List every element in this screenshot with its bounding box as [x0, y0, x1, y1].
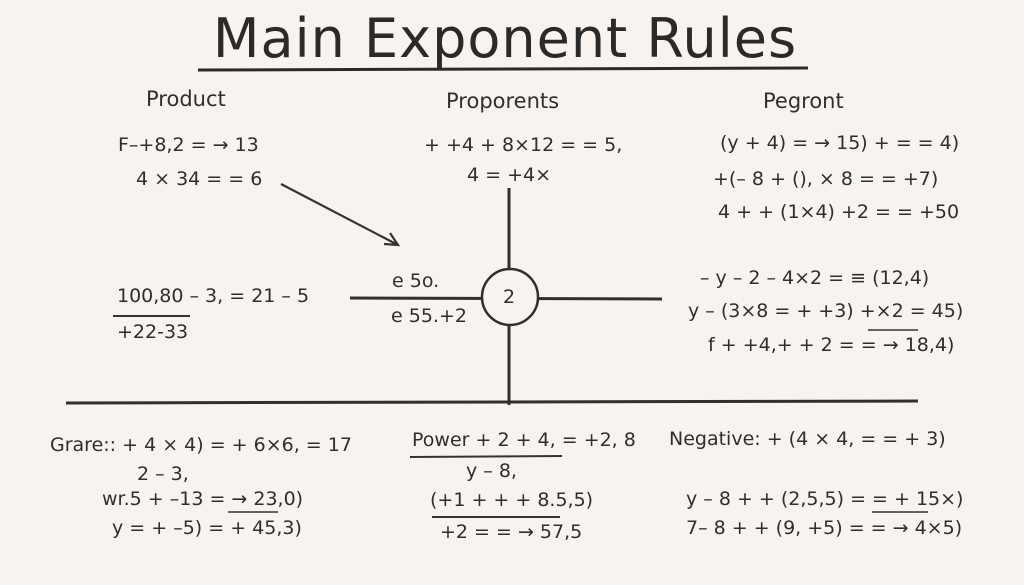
heading-proporents: Proporents: [446, 89, 560, 113]
equation-line: wr.5 + –13 = → 23,0): [102, 488, 304, 510]
equation-line: 4 + + (1×4) +2 = = +50: [718, 201, 960, 223]
heading-pegront: Pegront: [763, 89, 844, 113]
equation-line: y = + –5) = + 45,3): [112, 517, 302, 539]
equation-line: Power + 2 + 4, = +2, 8: [412, 429, 636, 451]
page-title: Main Exponent Rules: [212, 7, 798, 70]
equation-line: 4 = +4×: [467, 164, 552, 186]
equation-line: 2 – 3,: [137, 463, 189, 485]
center-circle: [480, 267, 540, 327]
circle-label: 2: [503, 286, 516, 308]
equation-line: e 55.+2: [391, 305, 467, 327]
equation-line: y – (3×8 = + +3) +×2 = 45): [688, 300, 964, 322]
equation-line: 7– 8 + + (9, +5) = = → 4×5): [686, 517, 963, 539]
equation-line: 100,80 – 3, = 21 – 5: [117, 285, 310, 307]
equation-line: +(– 8 + (), × 8 = = +7): [713, 168, 939, 190]
equation-line: +2 = = → 57,5: [440, 521, 583, 543]
equation-line: – y – 2 – 4×2 = ≡ (12,4): [700, 267, 930, 289]
arrow-head-icon: [383, 232, 401, 247]
equation-line: y – 8 + + (2,5,5) = = + 15×): [686, 488, 964, 510]
arrow-line: [280, 183, 397, 245]
heading-product: Product: [146, 87, 226, 111]
equation-line: e 5o.: [392, 270, 440, 292]
equation-line: f + +4,+ + 2 = = → 18,4): [708, 334, 955, 356]
equation-line: + +4 + 8×12 = = 5,: [424, 134, 623, 156]
equation-line: F–+8,2 = → 13: [118, 134, 259, 156]
equation-line: (+1 + + + 8.5,5): [430, 489, 594, 511]
equation-line: (y + 4) = → 15) + = = 4): [720, 132, 960, 154]
horizontal-divider: [65, 399, 919, 405]
equation-line: y – 8,: [466, 460, 517, 482]
equation-line: Negative: + (4 × 4, = = + 3): [669, 428, 946, 450]
equation-line: Grare:: + 4 × 4) = + 6×6, = 17: [50, 434, 352, 456]
title-underline: [197, 66, 809, 72]
equation-line: 4 × 34 = = 6: [136, 168, 263, 190]
fraction-line-power: [409, 455, 563, 458]
equation-line: +22-33: [117, 321, 189, 343]
